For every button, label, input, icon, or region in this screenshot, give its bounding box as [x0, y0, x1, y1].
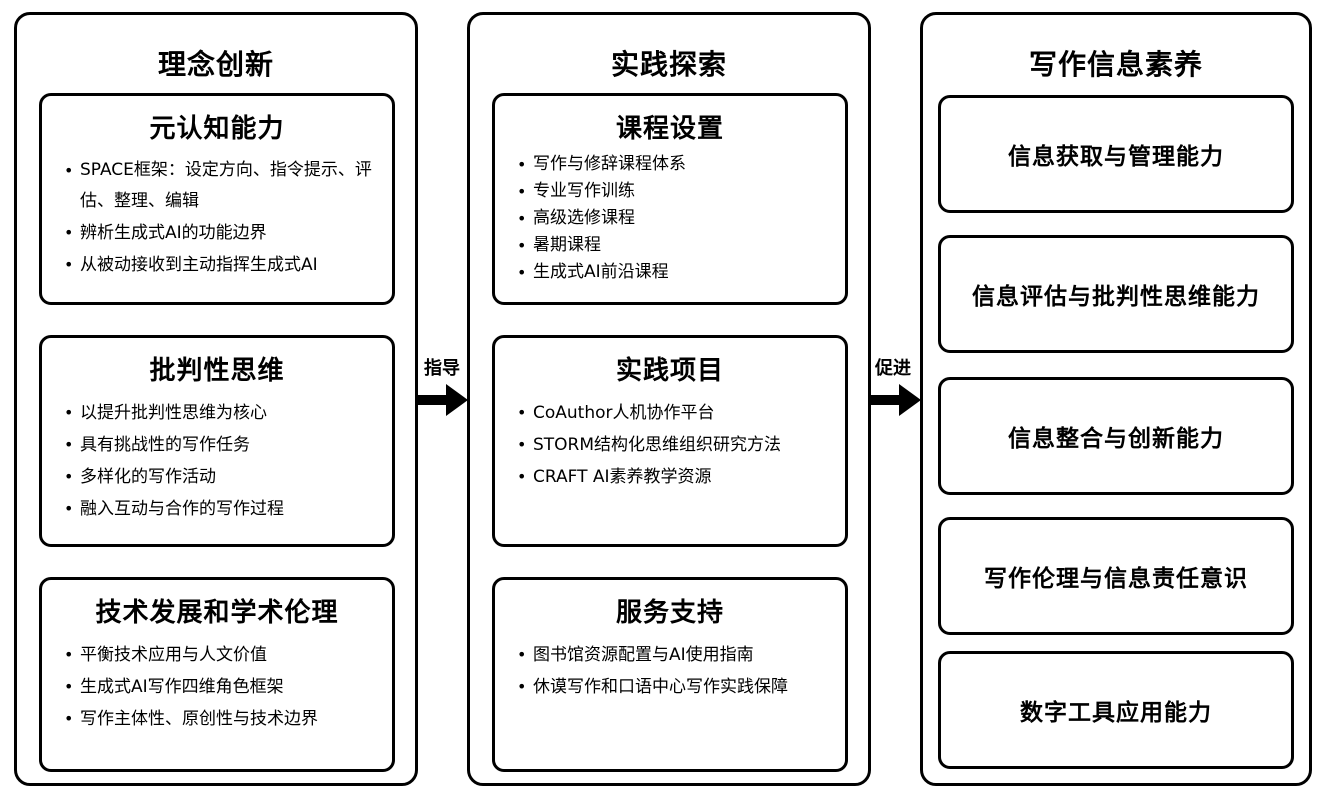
box-writing-ethics: 写作伦理与信息责任意识 — [938, 517, 1294, 635]
list-item: 专业写作训练 — [517, 178, 835, 205]
list-item: 从被动接收到主动指挥生成式AI — [64, 249, 382, 281]
box-title: 服务支持 — [615, 598, 724, 628]
column-title: 理念创新 — [157, 48, 274, 81]
arrow-right-icon — [871, 384, 921, 416]
column-title: 实践探索 — [610, 48, 727, 81]
list-item: SPACE框架：设定方向、指令提示、评估、整理、编辑 — [64, 155, 382, 217]
list-item: 生成式AI前沿课程 — [517, 259, 835, 286]
box-info-integration: 信息整合与创新能力 — [938, 377, 1294, 495]
list-item: 写作主体性、原创性与技术边界 — [64, 703, 382, 735]
box-title: 元认知能力 — [149, 114, 285, 144]
list-item: 生成式AI写作四维角色框架 — [64, 671, 382, 703]
box-title: 批判性思维 — [149, 356, 285, 386]
arrow-right-icon — [418, 384, 468, 416]
box-metacognition: 元认知能力 SPACE框架：设定方向、指令提示、评估、整理、编辑 辨析生成式AI… — [39, 93, 395, 305]
list-item: 图书馆资源配置与AI使用指南 — [517, 639, 835, 671]
list-item: 暑期课程 — [517, 232, 835, 259]
list-item: 具有挑战性的写作任务 — [64, 429, 382, 461]
arrow-label-guide: 指导 — [424, 358, 460, 379]
box-title: 课程设置 — [615, 114, 724, 144]
column-title: 写作信息素养 — [1028, 48, 1203, 81]
item-list: CoAuthor人机协作平台 STORM结构化思维组织研究方法 CRAFT AI… — [495, 397, 845, 493]
column-concept-innovation: 理念创新 元认知能力 SPACE框架：设定方向、指令提示、评估、整理、编辑 辨析… — [14, 12, 418, 786]
list-item: 多样化的写作活动 — [64, 461, 382, 493]
box-tech-ethics: 技术发展和学术伦理 平衡技术应用与人文价值 生成式AI写作四维角色框架 写作主体… — [39, 577, 395, 772]
list-item: CoAuthor人机协作平台 — [517, 397, 835, 429]
column-writing-info-literacy: 写作信息素养 信息获取与管理能力 信息评估与批判性思维能力 信息整合与创新能力 … — [920, 12, 1312, 786]
box-critical-thinking: 批判性思维 以提升批判性思维为核心 具有挑战性的写作任务 多样化的写作活动 融入… — [39, 335, 395, 547]
item-list: SPACE框架：设定方向、指令提示、评估、整理、编辑 辨析生成式AI的功能边界 … — [42, 155, 392, 281]
list-item: 休谟写作和口语中心写作实践保障 — [517, 671, 835, 703]
column-practice-exploration: 实践探索 课程设置 写作与修辞课程体系 专业写作训练 高级选修课程 暑期课程 生… — [467, 12, 871, 786]
box-curriculum: 课程设置 写作与修辞课程体系 专业写作训练 高级选修课程 暑期课程 生成式AI前… — [492, 93, 848, 305]
list-item: CRAFT AI素养教学资源 — [517, 461, 835, 493]
item-list: 以提升批判性思维为核心 具有挑战性的写作任务 多样化的写作活动 融入互动与合作的… — [42, 397, 392, 525]
item-list: 图书馆资源配置与AI使用指南 休谟写作和口语中心写作实践保障 — [495, 639, 845, 703]
list-item: 高级选修课程 — [517, 205, 835, 232]
list-item: STORM结构化思维组织研究方法 — [517, 429, 835, 461]
box-title: 技术发展和学术伦理 — [95, 598, 339, 628]
list-item: 辨析生成式AI的功能边界 — [64, 217, 382, 249]
item-list: 平衡技术应用与人文价值 生成式AI写作四维角色框架 写作主体性、原创性与技术边界 — [42, 639, 392, 735]
list-item: 写作与修辞课程体系 — [517, 151, 835, 178]
list-item: 融入互动与合作的写作过程 — [64, 493, 382, 525]
item-list: 写作与修辞课程体系 专业写作训练 高级选修课程 暑期课程 生成式AI前沿课程 — [495, 151, 845, 286]
list-item: 以提升批判性思维为核心 — [64, 397, 382, 429]
box-info-acquisition: 信息获取与管理能力 — [938, 95, 1294, 213]
box-service-support: 服务支持 图书馆资源配置与AI使用指南 休谟写作和口语中心写作实践保障 — [492, 577, 848, 772]
list-item: 平衡技术应用与人文价值 — [64, 639, 382, 671]
box-digital-tools: 数字工具应用能力 — [938, 651, 1294, 769]
box-practice-projects: 实践项目 CoAuthor人机协作平台 STORM结构化思维组织研究方法 CRA… — [492, 335, 848, 547]
box-title: 实践项目 — [615, 356, 724, 386]
arrow-label-promote: 促进 — [875, 358, 911, 379]
box-info-evaluation: 信息评估与批判性思维能力 — [938, 235, 1294, 353]
